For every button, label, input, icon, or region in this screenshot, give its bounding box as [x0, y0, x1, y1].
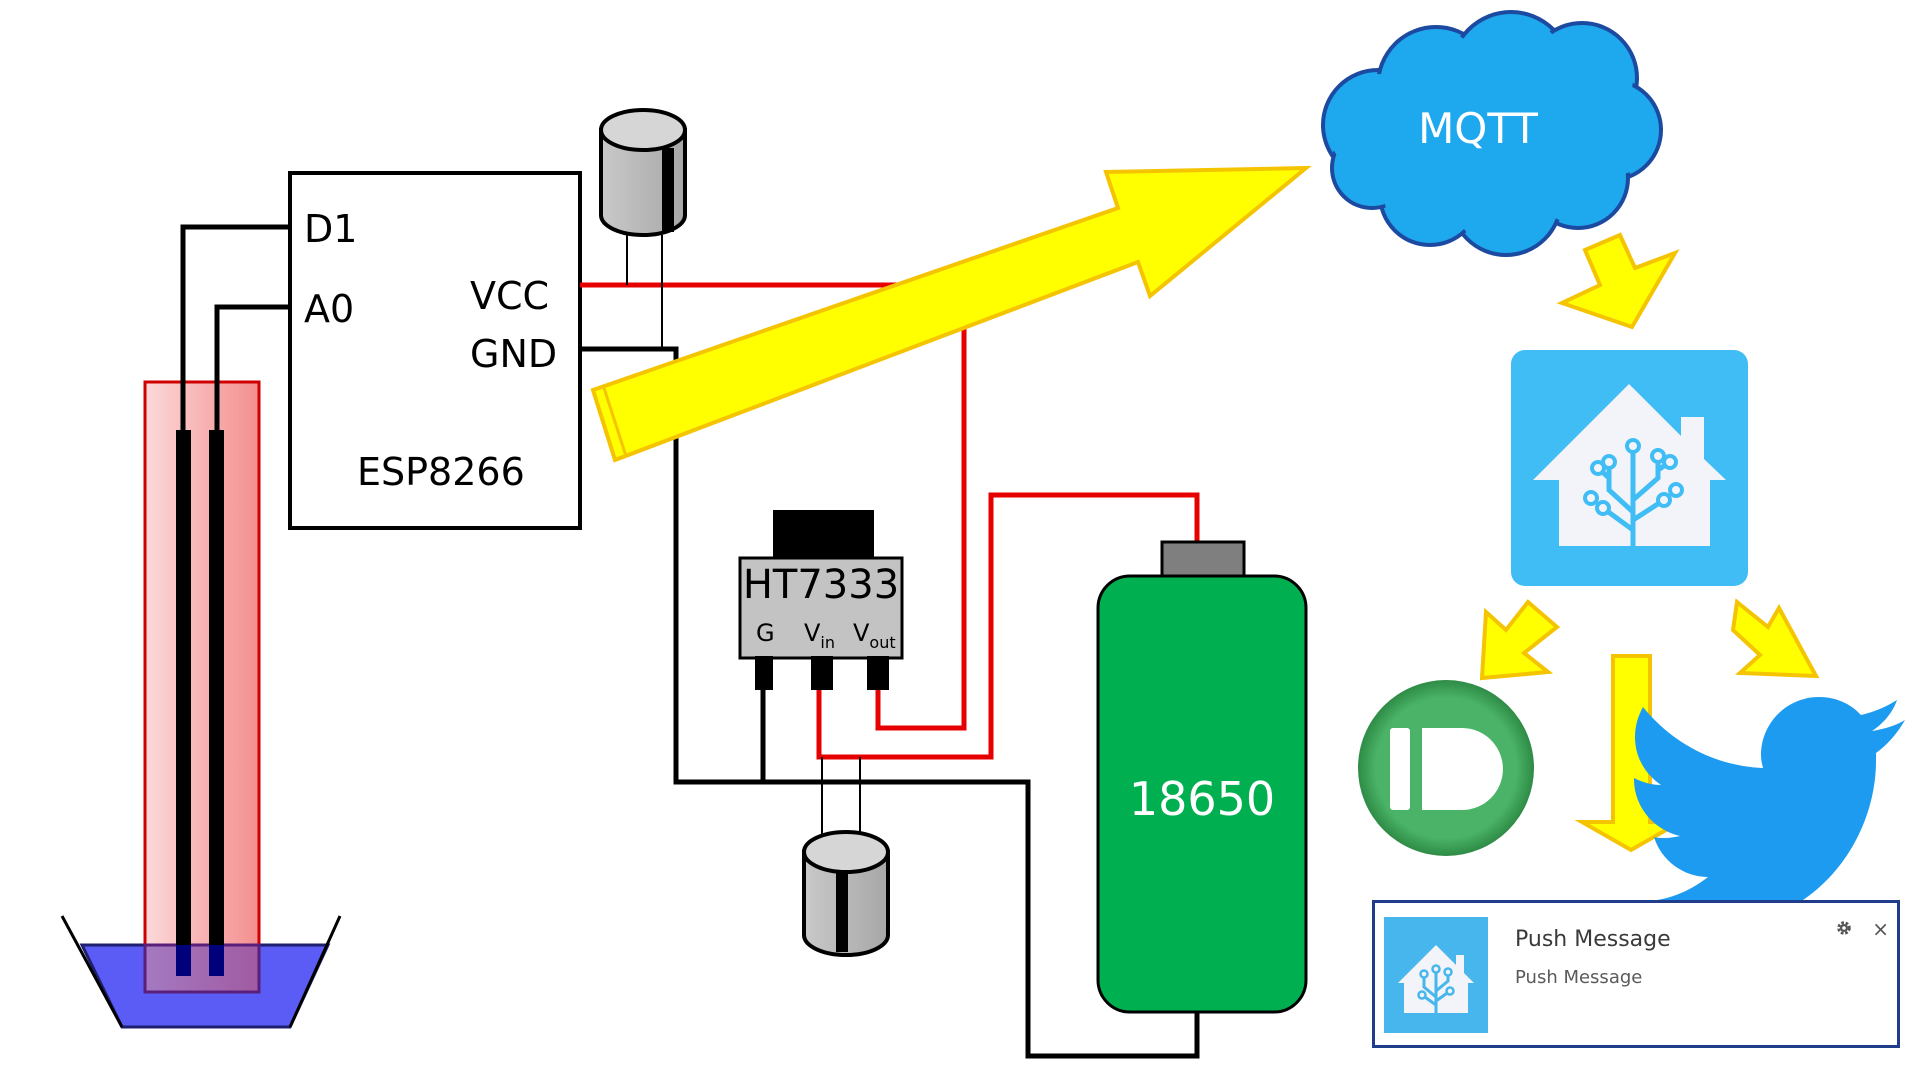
battery-body [1096, 574, 1308, 1014]
regulator-pin-vin-label: Vin [804, 619, 835, 652]
esp8266-outline [288, 171, 582, 530]
regulator-pin-vin [811, 656, 833, 690]
close-icon[interactable]: × [1872, 917, 1889, 941]
battery-label: 18650 [1129, 772, 1275, 826]
data-flow-arrow [590, 165, 1312, 463]
arrow-tail-bevel [602, 387, 628, 457]
regulator-pin-g-label: G [756, 619, 775, 647]
home-assistant-house [1533, 384, 1726, 546]
home-assistant-tree-nodes [1583, 438, 1684, 516]
home-assistant-icon [1398, 945, 1474, 1015]
regulator-pin-vout [867, 656, 889, 690]
notification-app-icon [1384, 917, 1488, 1033]
esp8266-name-label: ESP8266 [357, 450, 525, 494]
moisture-probe [60, 224, 342, 1029]
arrows [1479, 232, 1820, 853]
home-assistant-icon [1511, 350, 1748, 586]
wire-vcc [580, 282, 967, 731]
wire-a0 [214, 304, 290, 430]
container-left-rim [60, 915, 124, 1028]
wire-battery-positive [816, 492, 1200, 760]
arrow-to-mqtt [590, 165, 1312, 463]
cloud-fill [1327, 16, 1657, 251]
regulator-pin-vout-label: Vout [853, 619, 896, 652]
pushbullet-icon [1358, 680, 1534, 856]
mqtt-label: MQTT [1418, 104, 1538, 153]
battery: 18650 [1096, 540, 1308, 1014]
twitter-icon [1622, 697, 1905, 927]
voltage-regulator: HT7333 G Vin Vout [738, 510, 904, 690]
notification-title: Push Message [1515, 927, 1671, 952]
pushbullet-d [1422, 728, 1503, 810]
probe-rod-left [176, 430, 191, 976]
pin-vcc-label: VCC [470, 274, 549, 318]
pin-d1-label: D1 [304, 207, 357, 251]
wiring [580, 235, 1200, 1059]
pin-a0-label: A0 [304, 287, 354, 331]
capacitor-stripe [662, 148, 674, 232]
probe-submerged-part [143, 943, 261, 994]
arrow-to-notification [1574, 654, 1688, 853]
notification-body: Push Message [1515, 967, 1643, 988]
probe-tube [143, 380, 261, 994]
capacitor-icon [802, 830, 890, 957]
pushbullet-bar [1390, 728, 1410, 810]
push-notification: Push Message Push Message × [1372, 900, 1900, 1048]
probe-rod-right [209, 430, 224, 976]
regulator-name-label: HT7333 [743, 562, 899, 608]
capacitor-top [802, 830, 890, 874]
twitter-bird [1622, 697, 1905, 927]
vout-main: V [853, 619, 870, 647]
battery-terminal [1160, 540, 1246, 580]
vin-main: V [804, 619, 821, 647]
capacitor-top [599, 108, 687, 152]
capacitor-stripe [836, 870, 848, 952]
arrow-to-twitter [1730, 598, 1820, 679]
gear-icon[interactable] [1835, 919, 1853, 937]
probe-tip-right [209, 945, 224, 976]
regulator-tab [773, 510, 874, 561]
wire-d1 [180, 224, 290, 430]
vin-subscript: in [820, 633, 835, 652]
container-right-rim [288, 915, 342, 1028]
vout-subscript: out [869, 633, 895, 652]
mqtt-cloud: MQTT [1321, 10, 1663, 257]
arrow-mqtt-to-home-assistant [1556, 232, 1680, 330]
arrow-to-pushbullet [1479, 599, 1561, 681]
capacitor-icon [599, 108, 687, 237]
regulator-pin-g [755, 656, 773, 690]
esp8266-board: D1 A0 VCC GND ESP8266 [288, 171, 582, 530]
wire-gnd [580, 346, 1200, 1059]
pin-gnd-label: GND [470, 332, 557, 376]
probe-tip-left [176, 945, 191, 976]
